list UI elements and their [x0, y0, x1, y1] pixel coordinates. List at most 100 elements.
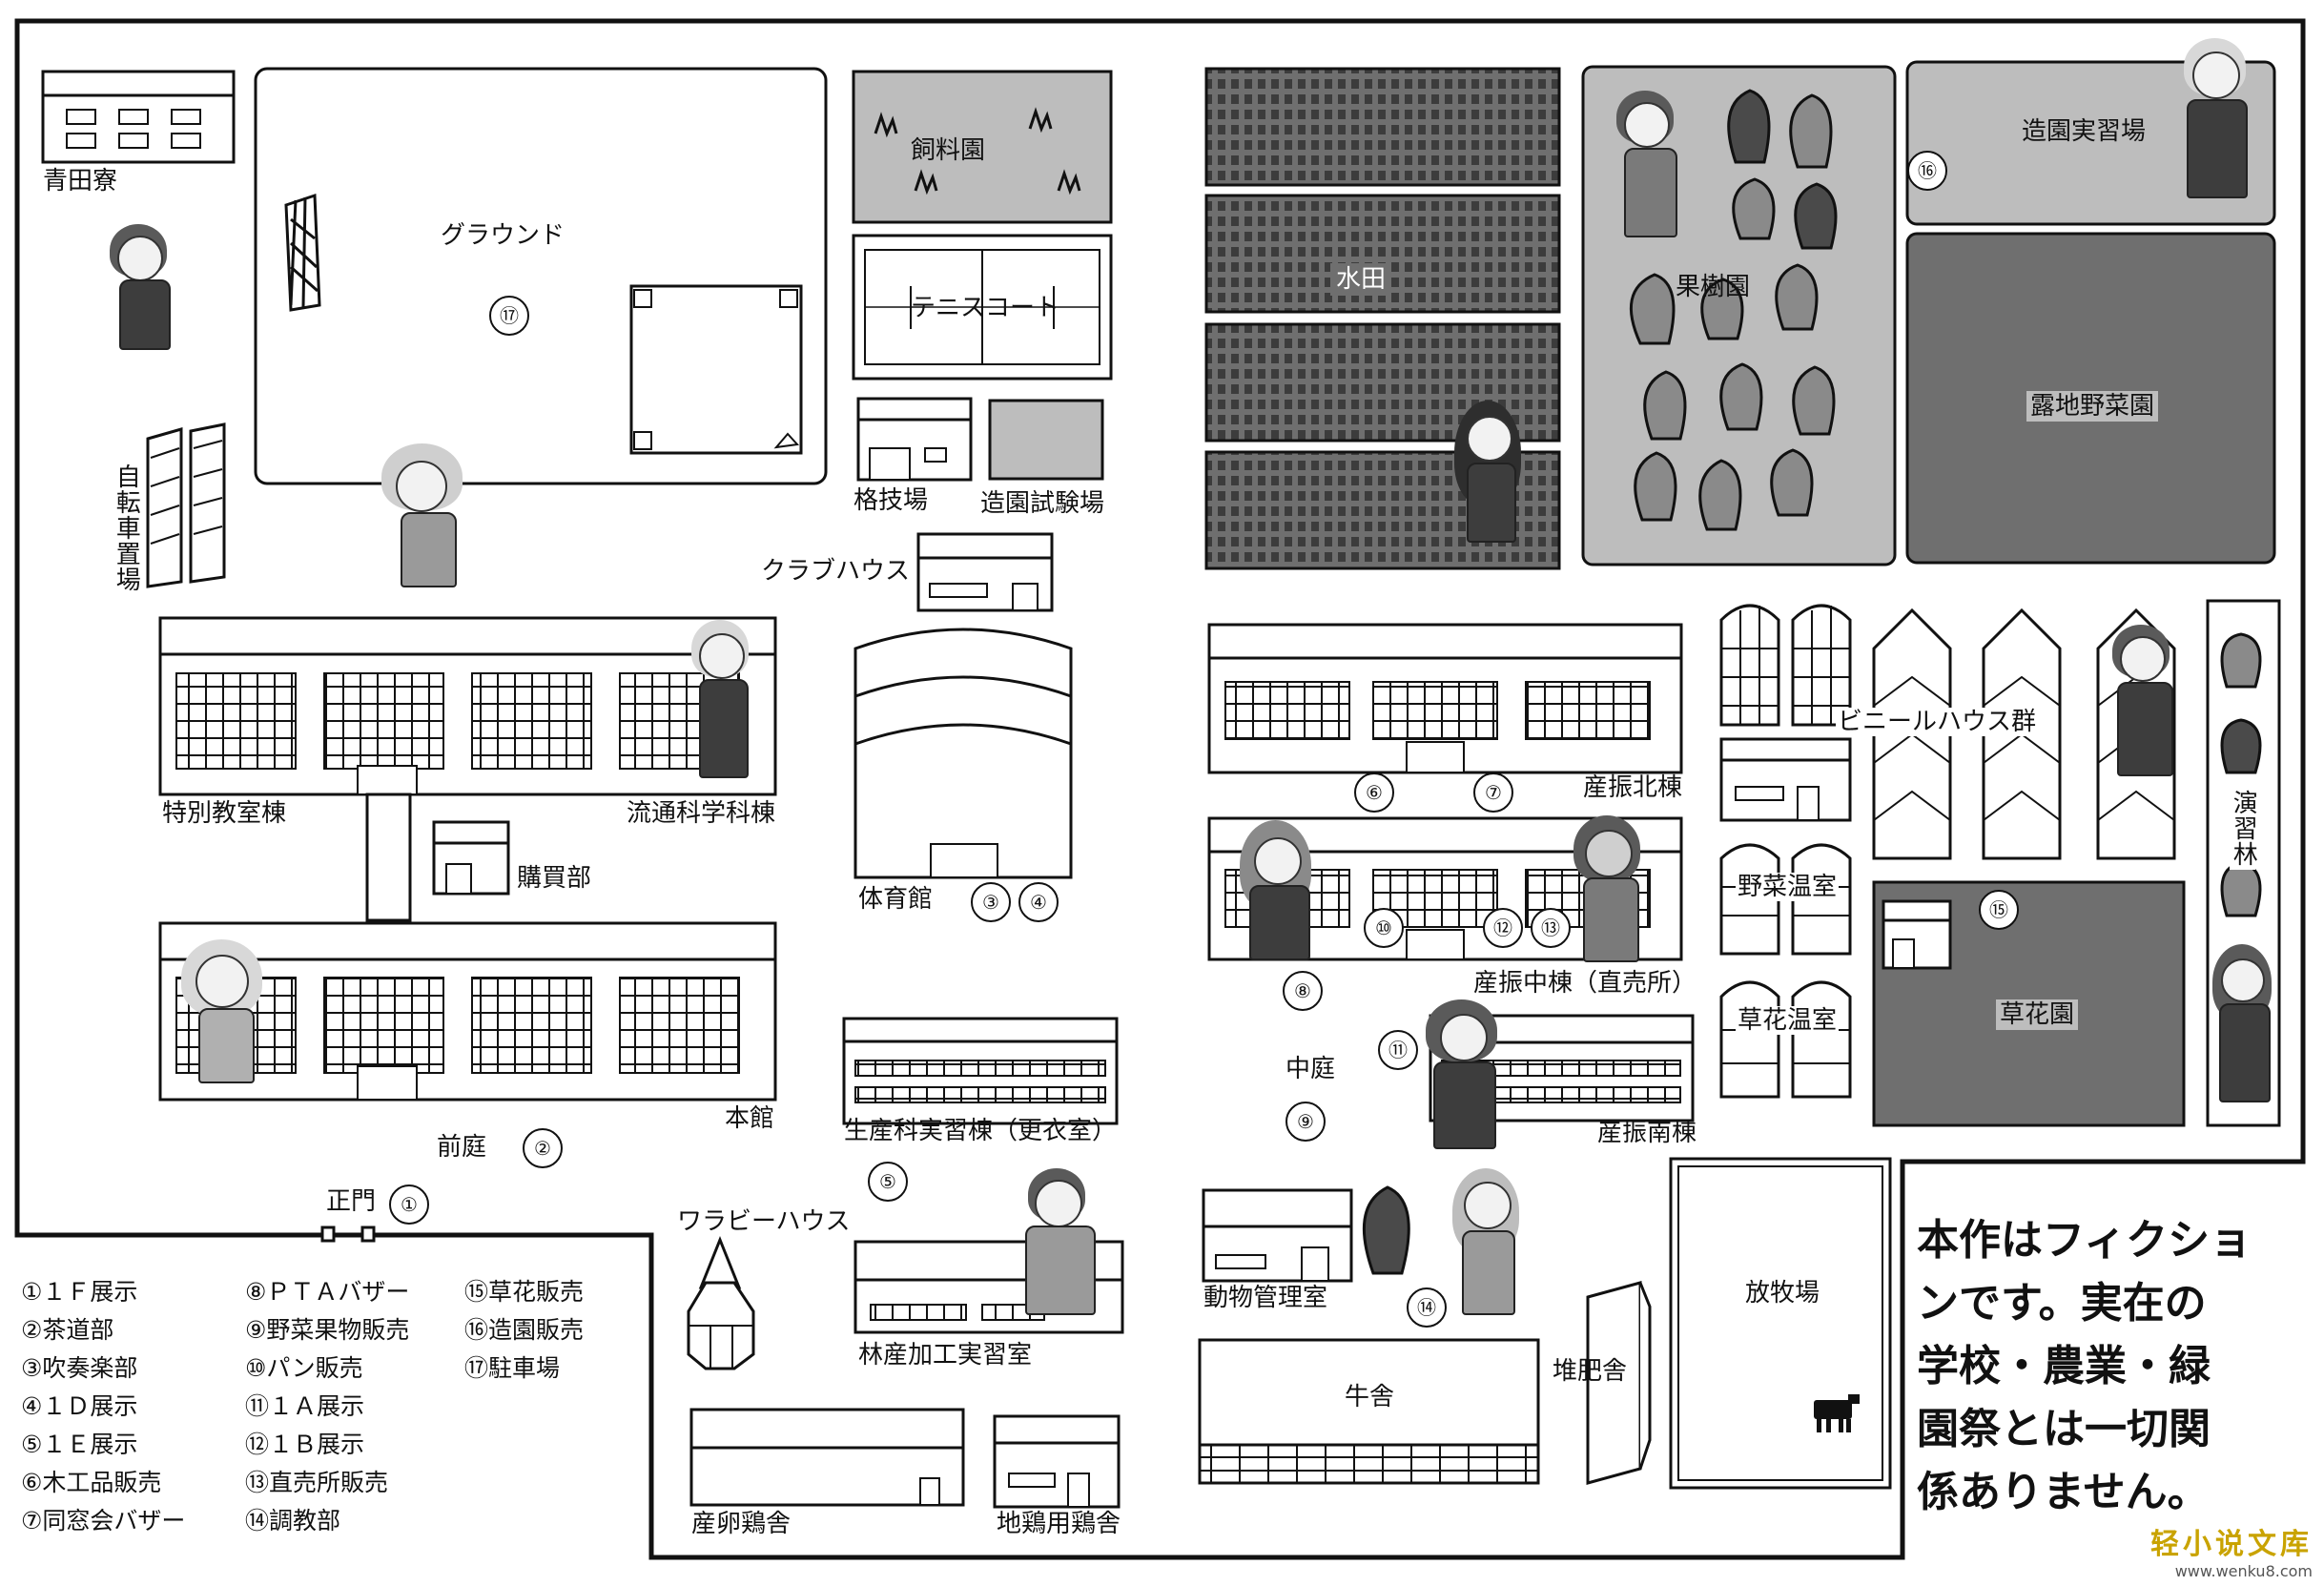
character-figure — [1450, 401, 1531, 553]
label-flower-greenhouse: 草花温室 — [1736, 1006, 1840, 1035]
legend-column-2: ⑧ＰＴＡバザー ⑨野菜果物販売 ⑩パン販売 ⑪１Ａ展示 ⑫１Ｂ展示 ⑬直売所販売… — [245, 1273, 409, 1540]
character-figure — [682, 620, 763, 787]
notice-line: 園祭とは一切関 — [1917, 1405, 2211, 1453]
legend-item: ⑭調教部 — [245, 1507, 341, 1535]
legend-column-3: ⑮草花販売 ⑯造園販売 ⑰駐車場 — [464, 1273, 584, 1388]
watermark-url: www.wenku8.com — [2174, 1562, 2313, 1580]
bicycle-parking-racks — [146, 422, 226, 588]
fiction-notice: 本作はフィクショ ンです。実在の 学校・農業・緑 園祭とは一切関 係ありません。 — [1917, 1209, 2308, 1524]
notice-line: ンです。実在の — [1917, 1279, 2207, 1328]
wallaby-house-building — [687, 1235, 755, 1370]
martial-arts-hall-building — [856, 397, 973, 482]
legend-item: ⑬直売所販売 — [245, 1469, 389, 1496]
legend-item: ③吹奏楽部 — [21, 1354, 138, 1382]
legend-item: ⑦同窓会バザー — [21, 1507, 186, 1535]
label-egg-henhouse: 産卵鶏舎 — [691, 1510, 792, 1538]
label-industry-south-bldg: 産振南棟 — [1597, 1119, 1697, 1147]
character-figure — [1416, 999, 1512, 1152]
legend-item: ⑮草花販売 — [464, 1278, 585, 1306]
legend: ①１Ｆ展示 ②茶道部 ③吹奏楽部 ④１Ｄ展示 ⑤１Ｅ展示 ⑥木工品販売 ⑦同窓会… — [21, 1273, 631, 1578]
character-figure — [1011, 1168, 1111, 1326]
ground-field — [254, 67, 828, 485]
label-open-field-vegetable-garden: 露地野菜園 — [2026, 391, 2159, 422]
label-front-garden: 前庭 — [437, 1133, 487, 1162]
flower-greenhouse — [1719, 980, 1852, 1099]
legend-item: ⑧ＰＴＡバザー — [245, 1278, 410, 1306]
legend-item: ④１Ｄ展示 — [21, 1392, 138, 1420]
club-house-building — [916, 532, 1054, 612]
notice-line: 学校・農業・緑 — [1917, 1342, 2211, 1390]
label-landscape-practice-field: 造園実習場 — [2022, 117, 2147, 146]
label-industry-north-bldg: 産振北棟 — [1583, 773, 1683, 802]
character-figure — [367, 443, 482, 596]
marker-5: ⑤ — [868, 1162, 908, 1202]
character-figure — [1564, 815, 1655, 968]
connecting-corridor — [365, 793, 412, 922]
cowshed-building — [1198, 1338, 1540, 1485]
label-compost-shed: 堆肥舎 — [1553, 1357, 1628, 1386]
marker-15: ⑮ — [1979, 890, 2019, 930]
aota-dorm-building — [41, 70, 236, 164]
label-courtyard: 中庭 — [1285, 1055, 1336, 1083]
legend-column-1: ①１Ｆ展示 ②茶道部 ③吹奏楽部 ④１Ｄ展示 ⑤１Ｅ展示 ⑥木工品販売 ⑦同窓会… — [21, 1273, 185, 1540]
animal-area-tree — [1362, 1185, 1410, 1275]
marker-2: ② — [523, 1128, 563, 1168]
marker-14: ⑭ — [1407, 1287, 1447, 1328]
character-figure — [2103, 625, 2184, 787]
marker-16: ⑯ — [1907, 151, 1947, 191]
character-figure — [2170, 38, 2265, 210]
jidori-henhouse-building — [993, 1414, 1121, 1509]
watermark-text: 轻小说文库 — [2150, 1528, 2313, 1561]
main-gate-post-left — [320, 1226, 336, 1243]
tennis-court — [852, 234, 1113, 381]
label-gymnasium: 体育館 — [858, 885, 934, 914]
goal-net — [284, 193, 321, 312]
character-figure — [1230, 820, 1326, 963]
legend-item: ⑥木工品販売 — [21, 1469, 162, 1496]
watermark: 轻小说文库 www.wenku8.com — [2150, 1520, 2313, 1580]
label-vegetable-greenhouse: 野菜温室 — [1736, 873, 1840, 901]
label-landscape-test-field: 造園試験場 — [980, 489, 1105, 518]
campus-boundary — [14, 18, 2306, 1560]
main-gate-post-right — [360, 1226, 376, 1243]
label-distribution-science-bldg: 流通科学科棟 — [627, 799, 776, 828]
north-school-building — [158, 616, 777, 796]
notice-line: 本作はフィクショ — [1917, 1216, 2252, 1265]
label-main-gate: 正門 — [326, 1187, 377, 1216]
vinyl-house-shed — [1719, 737, 1852, 822]
label-warabi-house: ワラビーハウス — [677, 1207, 851, 1236]
marker-7: ⑦ — [1473, 772, 1513, 813]
legend-item: ⑨野菜果物販売 — [245, 1316, 410, 1344]
label-bicycle-parking: 自転車置場 — [112, 463, 141, 592]
landscape-practice-field-plot — [1905, 60, 2276, 226]
label-industry-middle-bldg: 産振中棟（直売所） — [1473, 969, 1697, 998]
marker-1: ① — [389, 1184, 429, 1225]
marker-10: ⑩ — [1364, 908, 1404, 948]
label-paddy-field: 水田 — [1330, 263, 1392, 296]
label-special-classroom-bldg: 特別教室棟 — [162, 799, 287, 828]
pasture-plot — [1669, 1157, 1892, 1490]
egg-henhouse-building — [689, 1408, 965, 1507]
marker-6: ⑥ — [1354, 772, 1394, 813]
label-aota-dorm: 青田寮 — [43, 167, 118, 196]
marker-9: ⑨ — [1285, 1102, 1326, 1142]
gymnasium-building — [854, 628, 1073, 879]
label-main-bldg: 本館 — [725, 1104, 775, 1133]
marker-8: ⑧ — [1283, 971, 1323, 1011]
label-store: 購買部 — [517, 864, 592, 893]
legend-item: ⑪１Ａ展示 — [245, 1392, 365, 1420]
legend-item: ⑩パン販売 — [245, 1354, 363, 1382]
label-flower-garden: 草花園 — [1996, 999, 2079, 1030]
label-martial-arts-hall: 格技場 — [854, 486, 929, 515]
cow-icon — [1814, 1394, 1860, 1432]
marker-3: ③ — [971, 882, 1011, 922]
label-tennis-court: テニスコート — [911, 294, 1060, 322]
notice-line: 係ありません。 — [1917, 1468, 2210, 1516]
label-vinyl-houses: ビニールハウス群 — [1836, 708, 2039, 736]
production-practice-building — [842, 1017, 1119, 1125]
landscape-test-field-plot — [988, 399, 1104, 481]
legend-item: ⑤１Ｅ展示 — [21, 1431, 138, 1458]
label-orchard: 果樹園 — [1676, 273, 1751, 301]
label-feed-garden: 飼料園 — [911, 136, 986, 165]
